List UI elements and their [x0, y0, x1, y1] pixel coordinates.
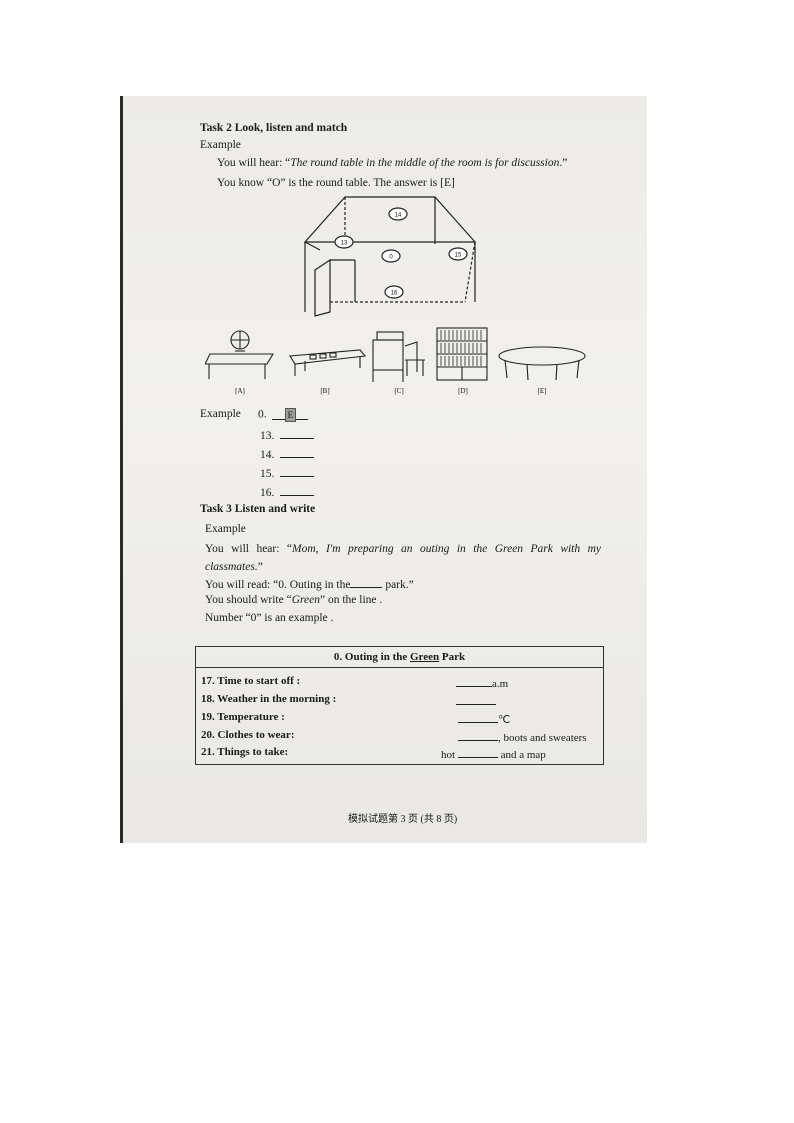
task2-title: Task 2 Look, listen and match	[200, 122, 348, 134]
row-20-question: 20. Clothes to wear:	[201, 729, 295, 741]
row-17-answer: a.m	[456, 675, 508, 690]
option-label-a: [A]	[235, 387, 245, 395]
question-16: 16.	[260, 484, 315, 499]
room-marker-15: 15	[455, 253, 462, 259]
room-marker-14: 14	[395, 213, 402, 219]
task3-number-note: Number “0” is an example .	[205, 612, 334, 624]
row-19-question: 19. Temperature :	[201, 711, 285, 723]
outing-table-title: 0. Outing in the Green Park	[195, 646, 604, 668]
option-b-long-table	[289, 349, 367, 376]
option-label-d: [D]	[458, 387, 468, 395]
task3-hear-quote: Mom, I'm preparing an outing in the Gree…	[205, 543, 601, 573]
row-17-question: 17. Time to start off :	[201, 675, 301, 687]
room-marker-16: 16	[391, 291, 398, 297]
option-e-round-table	[498, 346, 586, 381]
room-marker-13: 13	[341, 241, 348, 247]
option-label-b: [B]	[320, 387, 329, 395]
row-21-answer: hot and a map	[441, 746, 546, 761]
task3-example-label: Example	[205, 523, 246, 535]
option-d-bookshelf	[436, 327, 488, 381]
question-13: 13.	[260, 427, 315, 442]
room-diagram: 14 13 0 15 16	[303, 196, 477, 317]
row-21-question: 21. Things to take:	[201, 746, 289, 758]
option-label-e: [E]	[538, 387, 547, 395]
outing-table-body: 17. Time to start off : a.m 18. Weather …	[195, 667, 604, 765]
task2-hear-line: You will hear: “The round table in the m…	[217, 157, 568, 169]
answer-13-blank[interactable]	[280, 427, 315, 439]
answer-15-blank[interactable]	[280, 465, 315, 477]
answer-example-line: 0. E	[258, 408, 309, 422]
question-14: 14.	[260, 446, 315, 461]
answer-19-blank[interactable]	[458, 711, 498, 723]
answer-example-box: E	[284, 408, 296, 422]
answer-16-blank[interactable]	[280, 484, 315, 496]
option-a-table-globe	[205, 330, 274, 379]
task2-example-label: Example	[200, 139, 241, 151]
task2-know-line: You know “O” is the round table. The ans…	[217, 177, 455, 189]
option-c-desk-chair	[372, 331, 425, 382]
page-footer: 模拟试题第 3 页 (共 8 页)	[348, 814, 458, 825]
room-marker-0: 0	[389, 255, 393, 261]
task3-write-line: You should write “Green” on the line .	[205, 594, 383, 606]
question-15: 15.	[260, 465, 315, 480]
furniture-options: [A] [B] [C] [D] [E]	[205, 327, 586, 395]
task2-hear-quote: The round table in the middle of the roo…	[290, 157, 560, 169]
scan-edge	[120, 96, 123, 843]
task3-hear-line: You will hear: “Mom, I'm preparing an ou…	[205, 543, 601, 573]
row-20-answer: , boots and sweaters	[458, 729, 587, 744]
task3-read-line: You will read: “0. Outing in the park.”	[205, 576, 414, 591]
answer-20-blank[interactable]	[458, 729, 498, 741]
scanned-page	[120, 96, 647, 843]
row-18-question: 18. Weather in the morning :	[201, 693, 337, 705]
answer-21-blank[interactable]	[457, 746, 498, 758]
option-label-c: [C]	[394, 387, 403, 395]
answer-example-label: Example	[200, 408, 241, 420]
row-18-answer	[456, 693, 496, 708]
answer-18-blank[interactable]	[456, 693, 496, 705]
row-19-answer: ℃	[458, 711, 510, 726]
answer-14-blank[interactable]	[280, 446, 315, 458]
answer-17-blank[interactable]	[456, 675, 492, 687]
task3-title: Task 3 Listen and write	[200, 503, 316, 515]
